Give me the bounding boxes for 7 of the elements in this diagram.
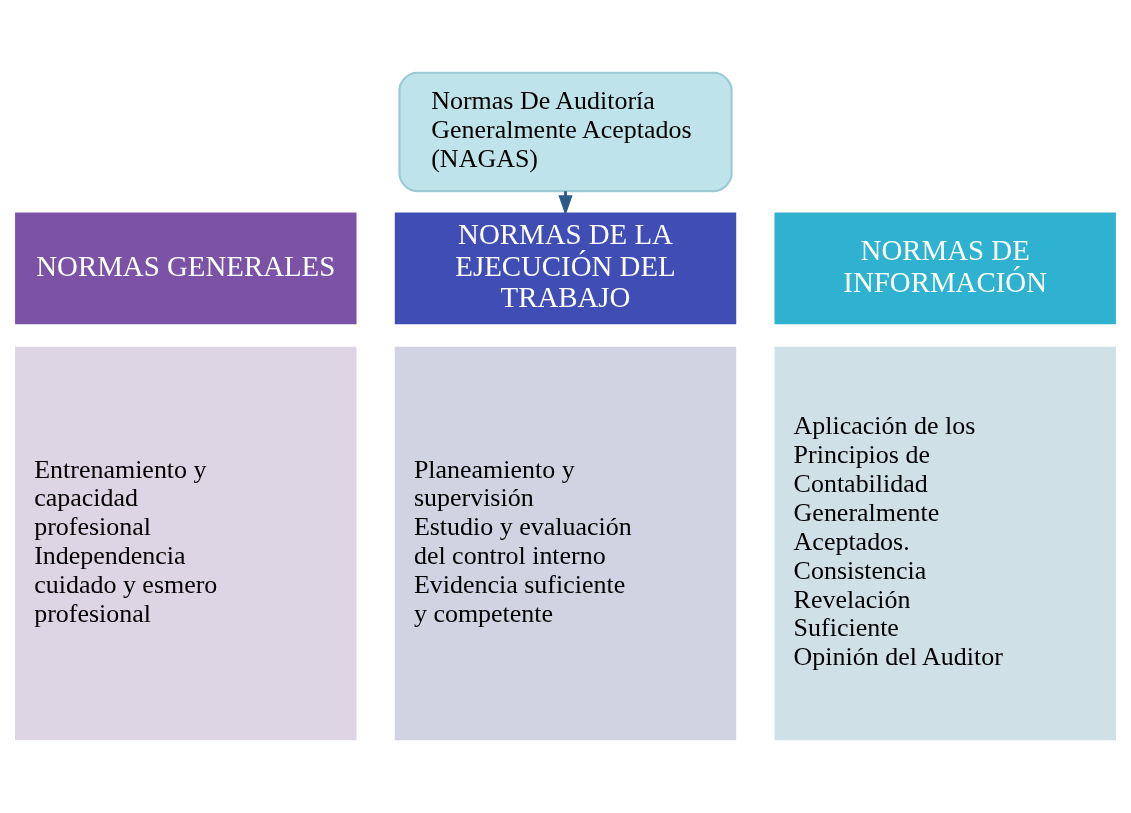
node-box: Entrenamiento y capacidad profesional Independencia cuidado y esmero profesional (12, 344, 359, 742)
node-box: NORMAS DE LA EJECUCIÓN DEL TRABAJO (392, 209, 739, 326)
node-box: NORMAS DE INFORMACIÓN (772, 209, 1119, 326)
node-box: Planeamiento y supervisión Estudio y evaluación del control interno Evidencia suficiente y competente (392, 344, 739, 742)
node-box: Normas De Auditoría Generalmente Aceptados (NAGAS) (398, 71, 733, 192)
node-box: Aplicación de los Principios de Contabilidad Generalmente Aceptados. Consistencia Revelación Suficiente Opinión del Auditor (772, 344, 1119, 742)
node-box: NORMAS GENERALES (12, 209, 359, 326)
